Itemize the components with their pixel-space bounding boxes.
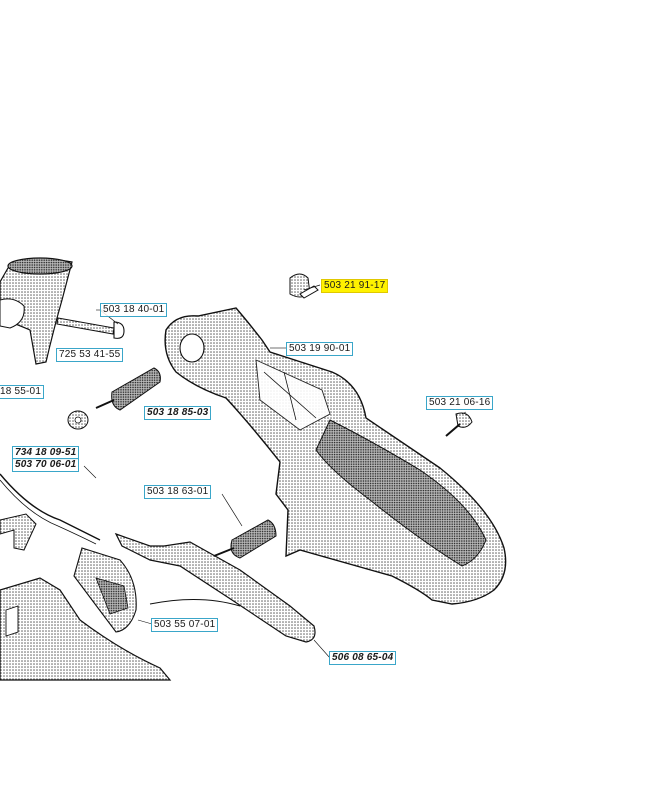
part-label-725-53-41-55[interactable]: 725 53 41-55 [56,348,124,362]
part-label-503-21-06-16[interactable]: 503 21 06-16 [426,396,494,410]
part-label-503-18-85-03[interactable]: 503 18 85-03 [144,406,212,420]
part-label-503-70-06-01[interactable]: 503 70 06-01 [12,458,80,472]
cable-part [0,473,101,545]
funnel-part [0,257,73,365]
lower-body-part [0,577,172,681]
washer-part [67,410,89,430]
leader-lines [83,309,467,659]
screw-part-right [445,412,473,437]
spring-part-lower [213,493,277,559]
part-label-503-21-91-17[interactable]: 503 21 91-17 [321,279,389,293]
trigger-plate-part [73,547,137,633]
throttle-lever-part [114,532,316,643]
main-housing-part [164,307,507,605]
spring-part-upper [95,367,161,411]
part-label-503-19-90-01[interactable]: 503 19 90-01 [286,342,354,356]
part-label-503-55-07-01[interactable]: 503 55 07-01 [151,618,219,632]
part-label-503-18-63-01[interactable]: 503 18 63-01 [144,485,212,499]
part-label-18-55-01[interactable]: 18 55-01 [0,385,45,399]
part-label-506-08-65-04[interactable]: 506 08 65-04 [329,651,397,665]
part-label-503-18-40-01[interactable]: 503 18 40-01 [100,303,168,317]
screw-part-top [289,273,321,299]
left-handle-part [0,513,37,551]
